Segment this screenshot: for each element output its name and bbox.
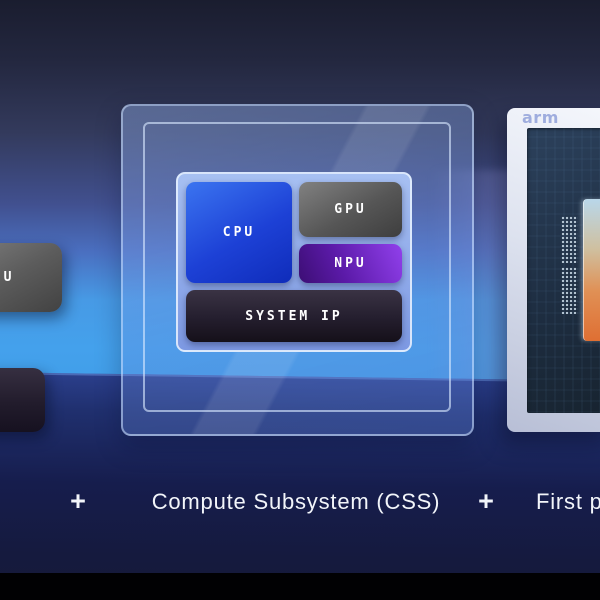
caption-first-partial: First p (536, 489, 600, 514)
system-ip-block: SYSTEM IP (186, 290, 402, 342)
npu-block: NPU (299, 244, 402, 283)
npu-block-label: NPU (334, 256, 367, 271)
cpu-block: CPU (186, 182, 292, 283)
gpu-block: GPU (299, 182, 402, 237)
cpu-block-label: CPU (222, 225, 256, 240)
chip-via-dots-upper (561, 216, 578, 263)
plus-sign-left: + (70, 486, 86, 516)
system-ip-block-label: SYSTEM IP (245, 308, 343, 324)
left-fragment-label: U (3, 270, 15, 285)
left-fragment-dark-block (0, 368, 45, 432)
gpu-block-label: GPU (334, 202, 367, 217)
left-fragment-gpu-block: U (0, 243, 62, 312)
css-glass-inner-frame (143, 122, 451, 412)
chip-via-dots-lower (561, 267, 578, 314)
arm-logo: arm (522, 108, 559, 127)
css-block-diagram-panel: CPU GPU NPU SYSTEM IP (176, 172, 412, 352)
plus-sign-right: + (478, 486, 494, 516)
letterbox-bar (0, 573, 600, 600)
caption-compute-subsystem: Compute Subsystem (CSS) (151, 489, 441, 514)
chip-die (583, 199, 600, 341)
